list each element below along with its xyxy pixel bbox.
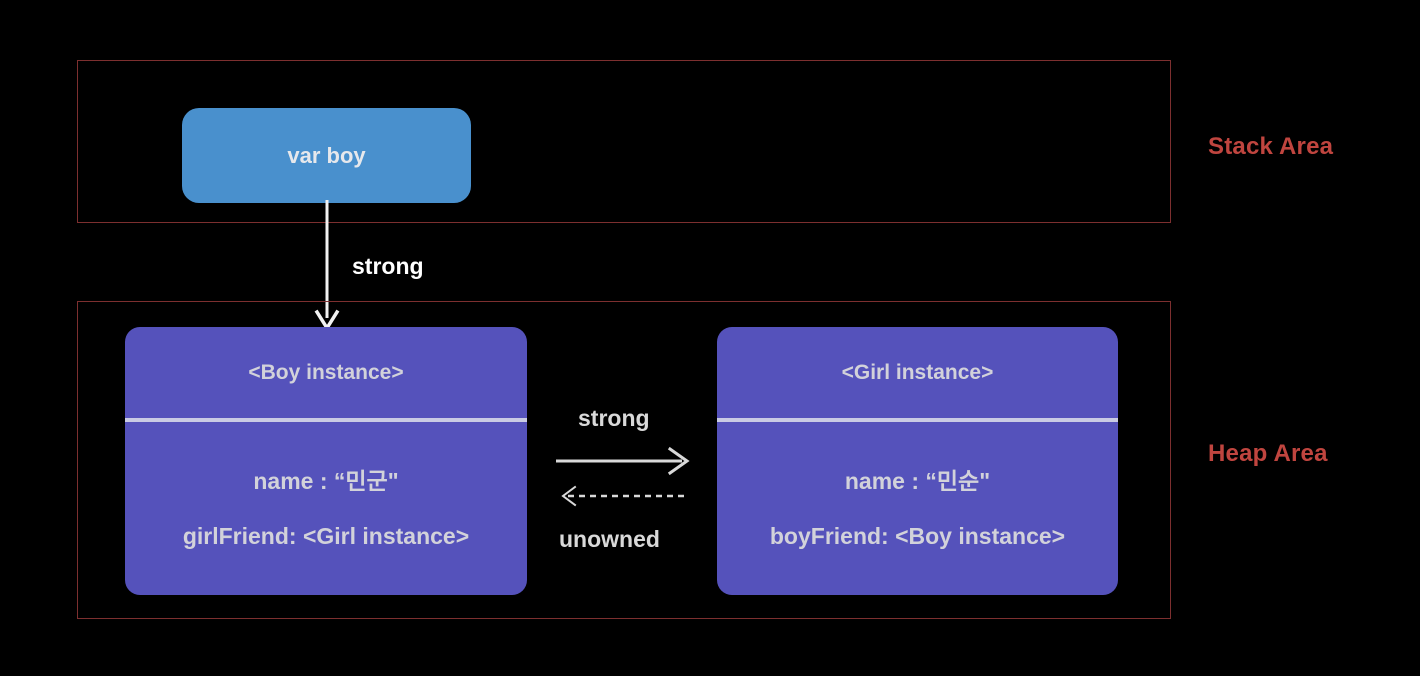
var-boy-label: var boy [287, 142, 366, 168]
strong-arrow-boy-to-girl-icon [556, 446, 690, 476]
heap-area-region [77, 301, 1171, 619]
boy-instance-divider [125, 418, 527, 422]
boy-instance-field-girlfriend: girlFriend: <Girl instance> [182, 522, 470, 549]
boy-instance-box: <Boy instance> name : “민군" girlFriend: <… [125, 327, 527, 595]
strong-label-boy-to-girl: strong [578, 405, 650, 431]
heap-area-label: Heap Area [1208, 440, 1328, 467]
girl-instance-field-name: name : “민순" [844, 467, 991, 494]
var-boy-box: var boy [182, 108, 471, 203]
girl-instance-divider [717, 418, 1118, 422]
unowned-label-girl-to-boy: unowned [559, 526, 660, 552]
stack-area-region [77, 60, 1171, 223]
stack-area-label: Stack Area [1208, 133, 1334, 160]
boy-instance-title: <Boy instance> [248, 360, 404, 384]
girl-instance-title: <Girl instance> [841, 360, 994, 384]
boy-instance-header: <Boy instance> [125, 327, 527, 418]
strong-label-stack-to-boy: strong [352, 253, 424, 279]
boy-instance-field-name: name : “민군" [253, 467, 399, 494]
girl-instance-field-boyfriend: boyFriend: <Boy instance> [769, 522, 1066, 549]
unowned-arrow-girl-to-boy-icon [561, 485, 686, 507]
girl-instance-box: <Girl instance> name : “민순" boyFriend: <… [717, 327, 1118, 595]
boy-instance-body: name : “민군" girlFriend: <Girl instance> [125, 422, 527, 595]
girl-instance-header: <Girl instance> [717, 327, 1118, 418]
girl-instance-body: name : “민순" boyFriend: <Boy instance> [717, 422, 1118, 595]
